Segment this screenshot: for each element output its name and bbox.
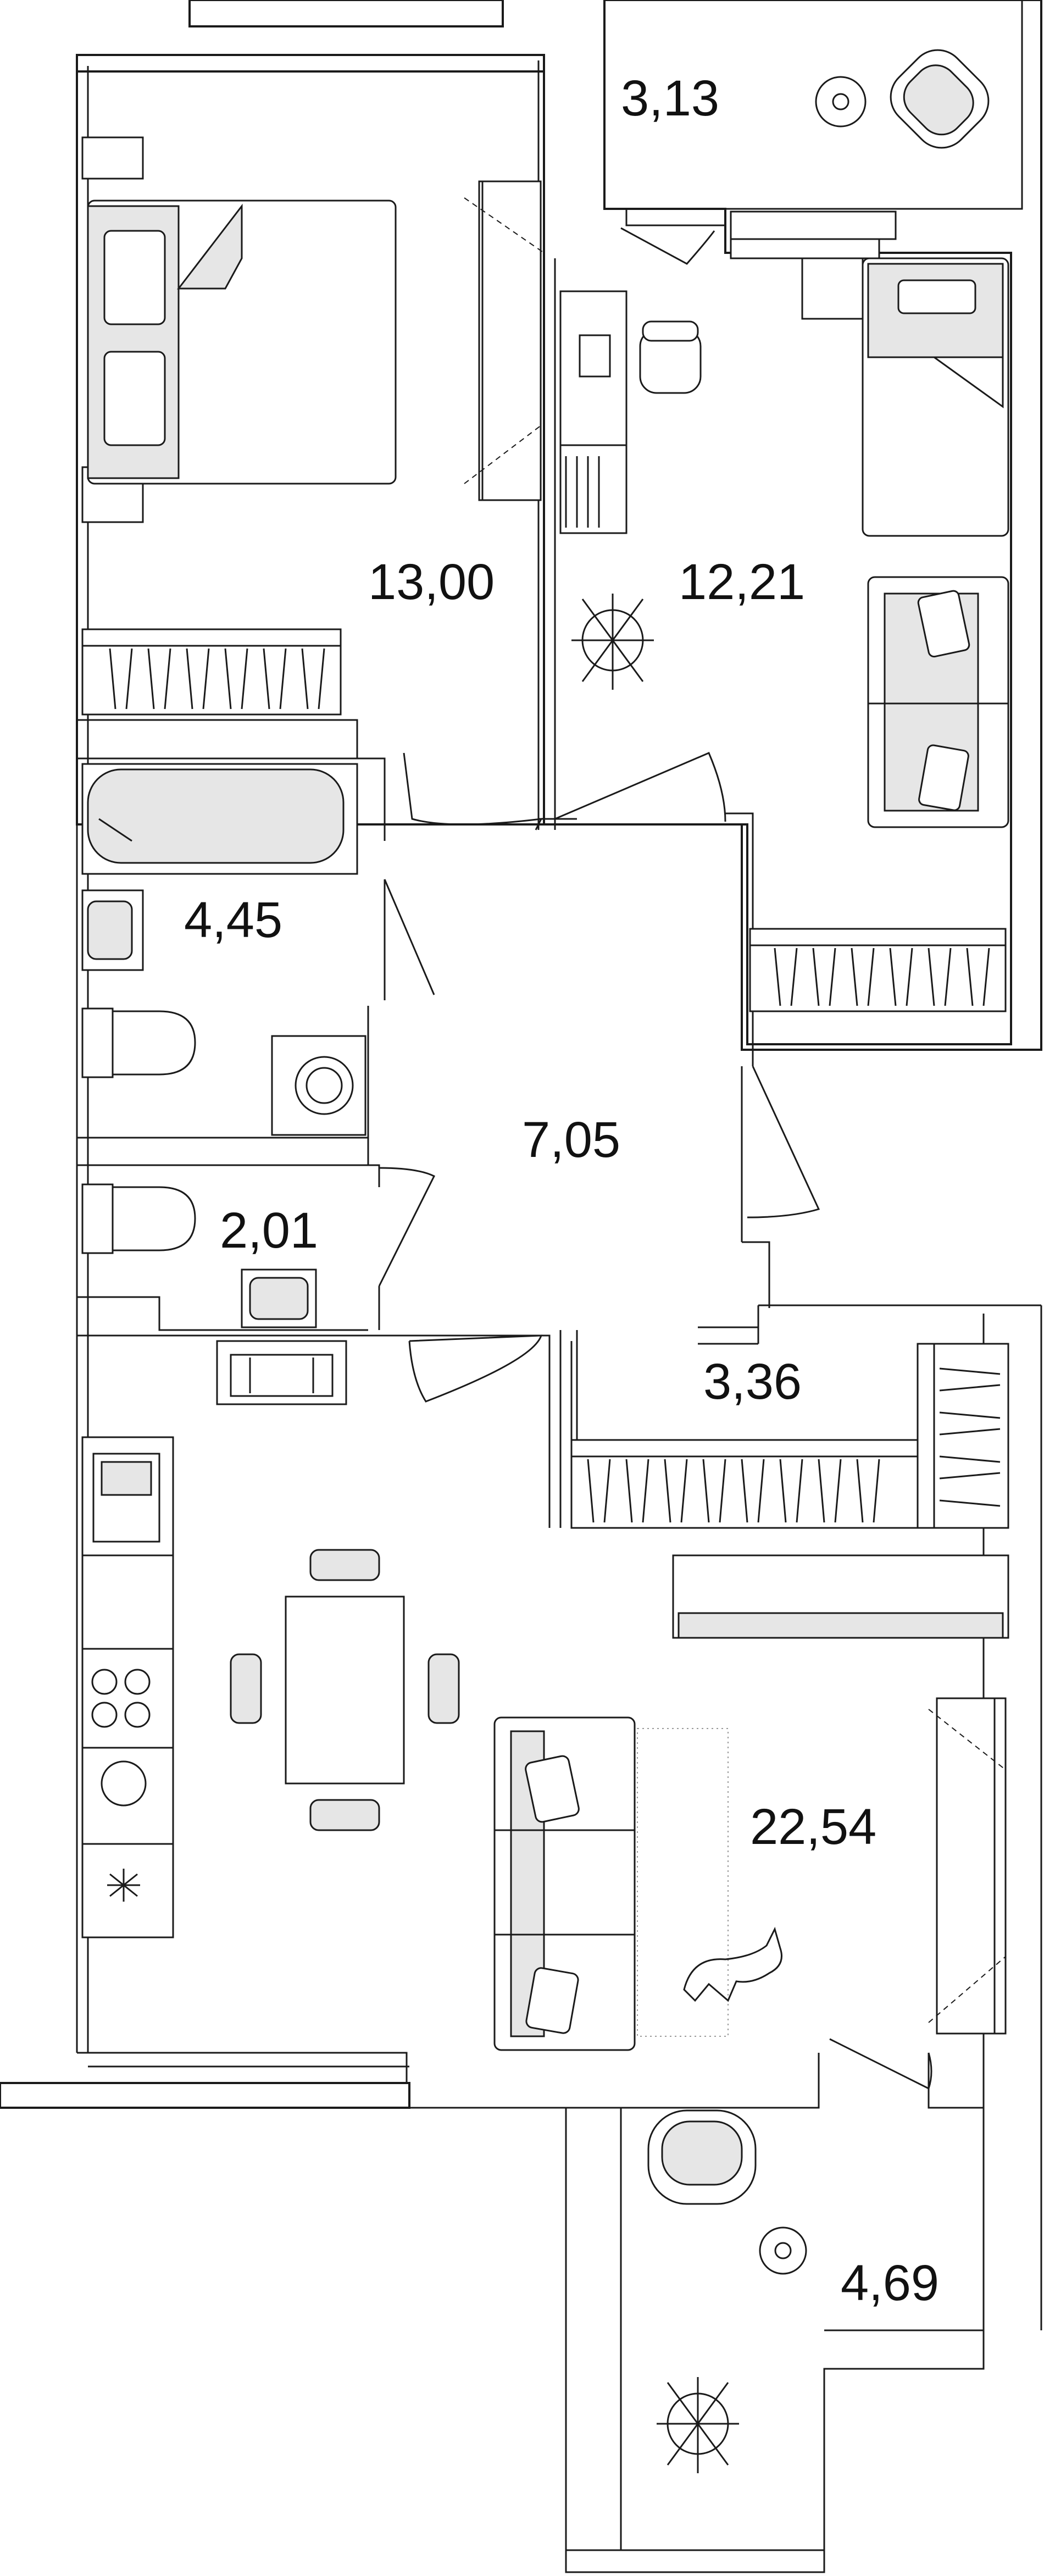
toilet-room-furniture: [81, 1183, 317, 1328]
area-label-bedroom-2: 12,21: [679, 554, 805, 610]
washing-machine: [271, 1035, 366, 1136]
sofa: [493, 1716, 636, 2051]
door-balcony-top: [620, 227, 715, 265]
sofa: [867, 576, 1009, 828]
living-kitchen-furniture: [81, 1340, 1009, 2051]
kitchen-counter: [81, 1436, 174, 1938]
sink: [81, 889, 144, 971]
radiator: [81, 628, 342, 716]
office-chair: [639, 320, 702, 394]
dog: [683, 1926, 782, 2002]
interior-walls: [77, 258, 770, 1528]
doors: [378, 227, 932, 2090]
door-bedroom-1: [403, 752, 543, 830]
area-label-balcony-bottom: 4,69: [841, 2255, 939, 2311]
area-label-wardrobe: 3,36: [703, 1354, 802, 1410]
area-label-toilet: 2,01: [220, 1203, 318, 1259]
radiator: [749, 928, 1007, 1012]
nightstand: [81, 136, 144, 180]
door-bathroom: [384, 879, 435, 995]
sink: [241, 1268, 317, 1328]
armchair: [890, 49, 990, 149]
tv-stand: [672, 1554, 1009, 1639]
bathroom-furniture: [81, 763, 366, 1136]
door-living: [408, 1334, 543, 1403]
desk: [559, 290, 627, 534]
area-label-balcony-top: 3,13: [621, 70, 719, 126]
plant: [571, 594, 654, 690]
door-balcony-bottom: [829, 2038, 932, 2090]
wardrobe-room-furniture: [570, 1343, 1009, 1529]
shelf-unit: [917, 1343, 1009, 1529]
toilet: [81, 1183, 196, 1254]
area-label-bathroom: 4,45: [184, 892, 282, 948]
balcony-top-furniture: [815, 49, 990, 149]
single-bed: [862, 257, 1009, 537]
bottom-walls: [0, 2052, 985, 2573]
area-label-living-kitchen: 22,54: [750, 1799, 876, 1855]
nightstand: [801, 257, 864, 320]
armchair: [647, 2109, 757, 2205]
rug: [637, 1728, 729, 2037]
balcony-bottom-furniture: [647, 2109, 807, 2473]
door-toilet: [378, 1167, 436, 1287]
bedroom-1-furniture: [81, 136, 545, 716]
radiator: [216, 1340, 347, 1405]
bathtub: [81, 763, 358, 875]
area-labels: 3,13 13,00 12,21 4,45 7,05 2,01 3,36 22,…: [184, 70, 939, 2311]
wardrobe-1: [464, 180, 545, 501]
toilet: [81, 1007, 196, 1078]
plant: [657, 2377, 739, 2473]
door-hallway: [747, 1066, 820, 1218]
area-label-hallway: 7,05: [522, 1112, 620, 1168]
door-bedroom-2: [554, 752, 726, 822]
tv-wardrobe: [928, 1697, 1007, 2035]
area-label-bedroom-1: 13,00: [368, 554, 495, 610]
double-bed: [87, 200, 397, 485]
bedroom-2-furniture: [559, 257, 1009, 1012]
dining-table: [230, 1549, 460, 1831]
wardrobe-storage: [570, 1439, 919, 1529]
